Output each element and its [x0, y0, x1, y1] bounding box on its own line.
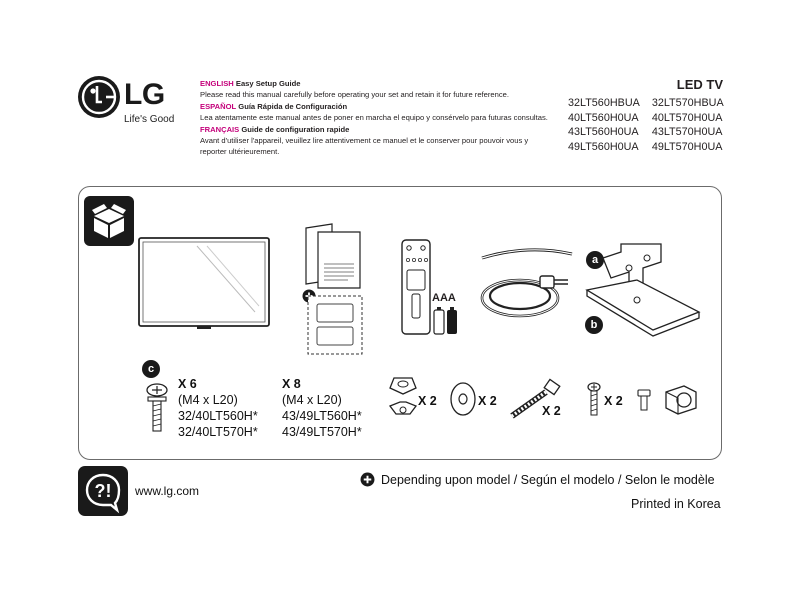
guide-title: Easy Setup Guide [235, 79, 301, 88]
optional-manual-illustration [306, 294, 364, 361]
cable-clip-illustration [662, 382, 700, 423]
intro-body: Avant d'utiliser l'appareil, veuillez li… [200, 136, 529, 157]
screw-model: 43/49LT570H* [282, 425, 362, 439]
intro-text: ENGLISH Easy Setup Guide Please read thi… [200, 78, 550, 158]
brand-tagline: Life's Good [124, 114, 175, 125]
model-number: 32LT560HBUA [568, 97, 640, 109]
printed-in: Printed in Korea [631, 497, 721, 511]
nut-illustration [388, 372, 418, 431]
lg-logo-icon [78, 76, 120, 118]
nut-quantity: X 2 [418, 394, 437, 408]
cable-holder-illustration [478, 244, 576, 269]
bolt-illustration [506, 378, 562, 425]
website-link[interactable]: www.lg.com [135, 484, 200, 498]
model-number: 43LT560H0UA [568, 126, 639, 139]
lang-label: ESPAÑOL [200, 101, 237, 111]
model-number: 43LT570H0UA [651, 126, 723, 139]
lang-label: FRANÇAIS [200, 124, 240, 134]
screw-model: 32/40LT570H* [178, 425, 258, 439]
model-number: 49LT570H0UA [651, 140, 723, 153]
guide-title: Guide de configuration rapide [241, 124, 350, 134]
guide-title: Guía Rápida de Configuración [238, 101, 348, 111]
model-column-570: 32LT570HBUA 40LT570H0UA 43LT570H0UA 49LT… [652, 96, 724, 154]
manual-illustration [302, 222, 364, 297]
screw-quantity: X 8 [282, 377, 301, 391]
washer-illustration [447, 380, 479, 423]
stand-illustration [583, 238, 703, 343]
screw-quantity: X 6 [178, 377, 197, 391]
screw-side-illustration [636, 388, 652, 417]
help-icon: ?! [78, 466, 128, 516]
screw-badge: c [142, 360, 160, 378]
screw-model: 32/40LT560H* [178, 409, 258, 423]
battery-icon [432, 306, 460, 341]
screw-model: 43/49LT560H* [282, 409, 362, 423]
small-screw-illustration [586, 382, 602, 423]
components-frame [78, 186, 722, 460]
power-cord-illustration [478, 270, 578, 331]
model-note-text: Depending upon model / Según el modelo /… [381, 473, 715, 487]
washer-quantity: X 2 [478, 394, 497, 408]
intro-body: Please read this manual carefully before… [200, 90, 509, 100]
product-type: LED TV [676, 77, 723, 92]
plus-icon [360, 472, 375, 490]
stand-part-a-badge: a [586, 251, 604, 269]
model-note: Depending upon model / Según el modelo /… [360, 472, 715, 490]
screw-size: (M4 x L20) [282, 393, 342, 407]
model-column-560: 32LT560HBUA 40LT560H0UA 43LT560H0UA 49LT… [568, 96, 640, 154]
model-number: 32LT570HBUA [651, 97, 724, 109]
box-icon [84, 196, 134, 246]
tv-illustration [137, 236, 273, 339]
model-list: 32LT560HBUA 40LT560H0UA 43LT560H0UA 49LT… [568, 96, 736, 154]
model-number: 49LT560H0UA [568, 140, 639, 153]
brand-logo-text: LG [124, 78, 165, 111]
bolt-quantity: X 2 [542, 404, 561, 418]
screw-set-2: X 8 (M4 x L20) 43/49LT560H* 43/49LT570H* [282, 376, 362, 440]
screw-size: (M4 x L20) [178, 393, 238, 407]
screw-set-1: X 6 (M4 x L20) 32/40LT560H* 32/40LT570H* [178, 376, 258, 440]
remote-control-illustration [400, 238, 434, 341]
svg-text:?!: ?! [95, 481, 112, 501]
small-screw-quantity: X 2 [604, 394, 623, 408]
model-number: 40LT570H0UA [651, 111, 723, 124]
intro-body: Lea atentamente este manual antes de pon… [200, 113, 548, 123]
battery-label: AAA [432, 292, 456, 304]
screw-icon [144, 382, 170, 439]
model-number: 40LT560H0UA [568, 111, 639, 124]
stand-part-b-badge: b [585, 316, 603, 334]
lang-label: ENGLISH [200, 79, 234, 88]
